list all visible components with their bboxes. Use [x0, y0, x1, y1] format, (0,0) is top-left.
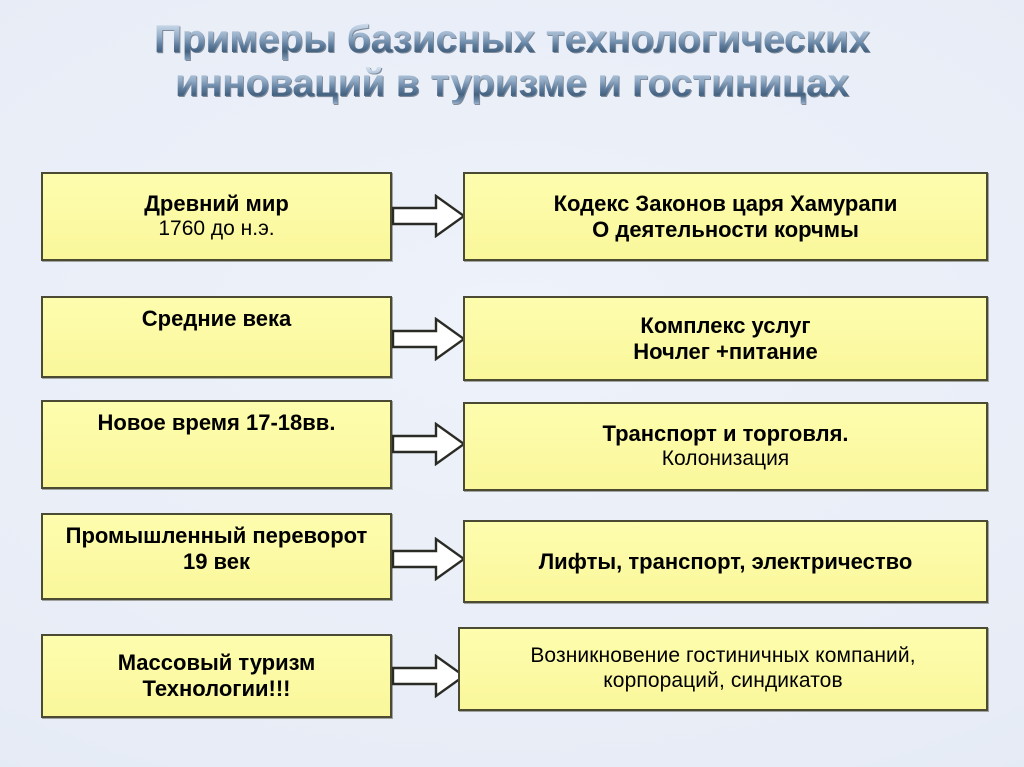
right-arrow-icon-2 [392, 317, 466, 361]
innovation-box-2[interactable]: Комплекс услуг Ночлег +питание [463, 296, 988, 381]
innovation-box-5[interactable]: Возникновение гостиничных компаний, корп… [458, 627, 988, 711]
innovation-box-4-line-1: Лифты, транспорт, электричество [538, 548, 913, 574]
innovation-box-2-line-2: Ночлег +питание [633, 338, 818, 364]
innovation-box-1[interactable]: Кодекс Законов царя Хамурапи О деятельно… [463, 172, 988, 261]
right-arrow-icon-5 [392, 654, 466, 698]
era-box-3[interactable]: Новое время 17-18вв. [41, 400, 392, 489]
era-box-1[interactable]: Древний мир 1760 до н.э. [41, 172, 392, 261]
era-box-1-line-2: 1760 до н.э. [158, 217, 275, 241]
innovation-box-2-line-1: Комплекс услуг [640, 312, 811, 338]
page-title: Примеры базисных технологических инновац… [0, 18, 1024, 105]
era-box-4[interactable]: Промышленный переворот 19 век [41, 513, 392, 600]
era-box-1-line-1: Древний мир [144, 191, 289, 217]
innovation-box-1-line-1: Кодекс Законов царя Хамурапи [553, 190, 898, 216]
era-box-3-line-1: Новое время 17-18вв. [97, 410, 336, 435]
era-box-5[interactable]: Массовый туризм Технологии!!! [41, 634, 392, 718]
innovation-box-4[interactable]: Лифты, транспорт, электричество [463, 520, 988, 603]
era-box-4-line-1: Промышленный переворот [65, 523, 368, 548]
era-box-5-line-1: Массовый туризм [117, 650, 316, 676]
innovation-box-3-line-2: Колонизация [661, 447, 790, 471]
innovation-box-3-line-1: Транспорт и торговля. [602, 421, 849, 447]
innovation-box-1-line-2: О деятельности корчмы [592, 216, 859, 242]
title-line-2: инноваций в туризме и гостиницах [0, 62, 1024, 106]
right-arrow-icon-4 [392, 537, 466, 581]
era-box-2-line-1: Средние века [141, 306, 292, 331]
title-line-1: Примеры базисных технологических [0, 18, 1024, 62]
innovation-box-3[interactable]: Транспорт и торговля. Колонизация [463, 402, 988, 491]
era-box-2[interactable]: Средние века [41, 296, 392, 378]
innovation-box-5-line-2: корпораций, синдикатов [603, 669, 843, 692]
right-arrow-icon-1 [392, 194, 466, 238]
right-arrow-icon-3 [392, 422, 466, 466]
era-box-5-line-2: Технологии!!! [142, 676, 291, 701]
era-box-4-line-2: 19 век [182, 548, 251, 574]
innovation-box-5-line-1: Возникновение гостиничных компаний, [530, 644, 916, 668]
